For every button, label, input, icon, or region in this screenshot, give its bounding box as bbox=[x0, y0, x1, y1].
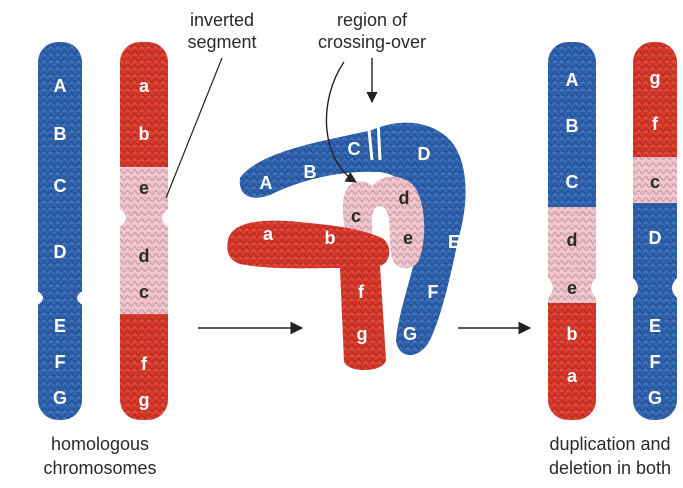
gene-label: g bbox=[650, 68, 661, 88]
gene-label: e bbox=[139, 178, 149, 198]
inverted-segment-label: segment bbox=[187, 32, 256, 52]
gene-label: G bbox=[648, 388, 662, 408]
gene-label: D bbox=[418, 144, 431, 164]
inverted-segment-label: inverted bbox=[190, 10, 254, 30]
gene-label: c bbox=[351, 206, 361, 226]
gene-label: c bbox=[139, 282, 149, 302]
gene-label: b bbox=[139, 124, 150, 144]
homologous-caption: chromosomes bbox=[43, 458, 156, 478]
callout-line bbox=[166, 58, 222, 198]
gene-label: D bbox=[649, 228, 662, 248]
gene-label: B bbox=[54, 124, 67, 144]
gene-label: C bbox=[566, 172, 579, 192]
gene-label: b bbox=[567, 324, 578, 344]
gene-label: E bbox=[649, 316, 661, 336]
homologous-caption: homologous bbox=[51, 434, 149, 454]
gene-label: C bbox=[54, 176, 67, 196]
crossing-over-label: crossing-over bbox=[318, 32, 426, 52]
gene-label: C bbox=[348, 139, 361, 159]
inverted-segment-callout: inverted segment bbox=[166, 10, 257, 198]
gene-label: G bbox=[403, 324, 417, 344]
gene-label: g bbox=[357, 324, 368, 344]
gene-label: A bbox=[566, 70, 579, 90]
middle-red-chromosome bbox=[227, 221, 389, 370]
gene-label: f bbox=[358, 282, 365, 302]
result-caption: duplication and bbox=[549, 434, 670, 454]
gene-label: d bbox=[139, 246, 150, 266]
gene-label: D bbox=[54, 242, 67, 262]
gene-label: g bbox=[139, 390, 150, 410]
gene-label: A bbox=[54, 76, 67, 96]
gene-label: c bbox=[650, 172, 660, 192]
gene-label: f bbox=[652, 114, 659, 134]
gene-label: B bbox=[566, 116, 579, 136]
gene-label: d bbox=[399, 188, 410, 208]
gene-label: G bbox=[53, 388, 67, 408]
gene-label: a bbox=[139, 76, 150, 96]
gene-label: B bbox=[304, 162, 317, 182]
gene-label: E bbox=[448, 232, 460, 252]
gene-label: F bbox=[428, 282, 439, 302]
gene-label: a bbox=[263, 224, 274, 244]
crossing-over-label: region of bbox=[337, 10, 408, 30]
result-caption: deletion in both bbox=[549, 458, 671, 478]
left-blue-genes: A B C D E F G bbox=[53, 76, 67, 408]
gene-label: F bbox=[55, 352, 66, 372]
gene-label: E bbox=[54, 316, 66, 336]
gene-label: A bbox=[260, 173, 273, 193]
gene-label: e bbox=[403, 228, 413, 248]
gene-label: f bbox=[141, 354, 148, 374]
gene-label: F bbox=[650, 352, 661, 372]
gene-label: d bbox=[567, 230, 578, 250]
gene-label: e bbox=[567, 278, 577, 298]
gene-label: a bbox=[567, 366, 578, 386]
gene-label: b bbox=[325, 228, 336, 248]
